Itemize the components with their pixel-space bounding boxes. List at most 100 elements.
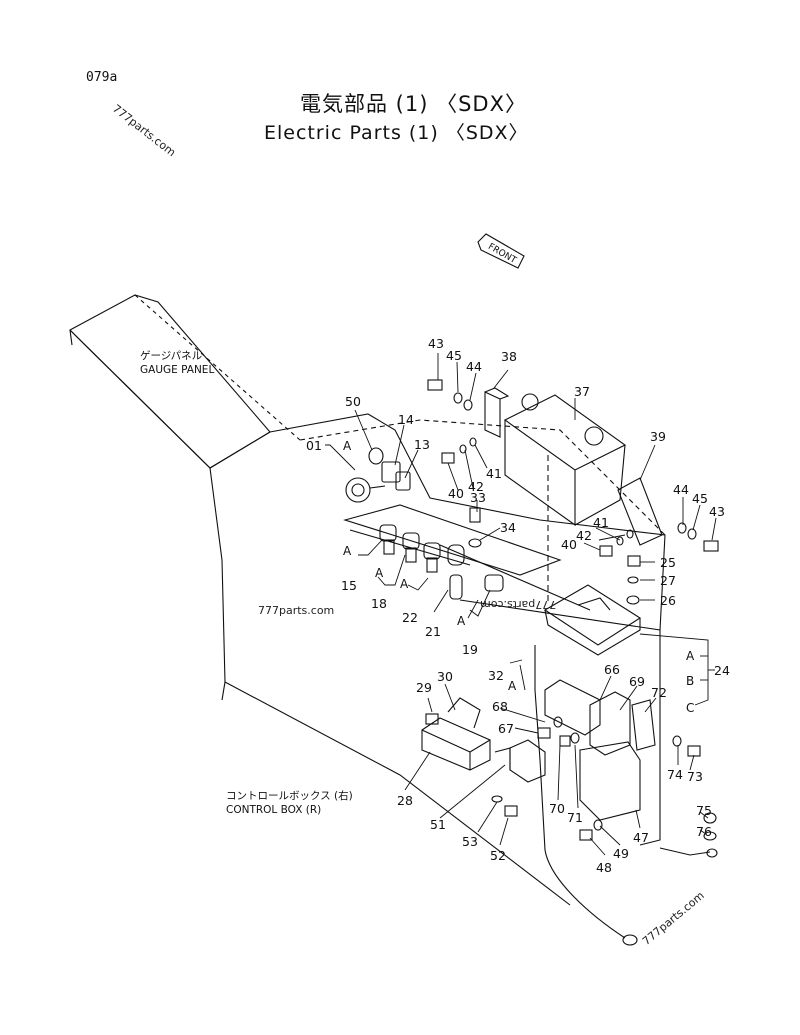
callout-label: 52 [490, 848, 506, 863]
ref-letter: A [343, 544, 352, 558]
callout-label: 21 [425, 624, 441, 639]
washer-34 [468, 538, 482, 548]
callout-label: 43 [709, 504, 725, 519]
reference-letters: A A A A A A A B C [343, 439, 695, 715]
callout-label: 32 [488, 668, 504, 683]
callout-label: 18 [371, 596, 387, 611]
callout-label: 51 [430, 817, 446, 832]
callout-label: 66 [604, 662, 620, 677]
gauge-panel-label: GAUGE PANEL [140, 364, 215, 376]
callout-label: 49 [613, 846, 629, 861]
fasteners-73-74 [672, 735, 701, 757]
callout-label: 13 [414, 437, 430, 452]
callout-numbers: 01 50 14 13 15 18 22 21 19 33 34 32 43 4… [306, 336, 730, 875]
control-box-body [299, 419, 666, 846]
callout-label: 37 [574, 384, 590, 399]
callout-label: 76 [696, 824, 712, 839]
ref-letter: C [686, 701, 694, 715]
callout-label: 41 [486, 466, 502, 481]
callout-label: 25 [660, 555, 676, 570]
ref-letter: A [343, 439, 352, 453]
callout-label: 73 [687, 769, 703, 784]
gauge-panel-label-jp: ゲージパネル [140, 350, 203, 362]
washers-44-45-right [677, 522, 697, 540]
callout-label: 01 [306, 438, 322, 453]
bolt-33 [469, 507, 481, 523]
leader-lines [325, 353, 717, 856]
callout-label: 44 [466, 359, 482, 374]
wire-harness-32 [534, 645, 718, 946]
component-24 [543, 584, 642, 656]
callout-label: 75 [696, 803, 712, 818]
callout-label: 68 [492, 699, 508, 714]
washers-41-42-upper [459, 437, 477, 454]
toggle-switch-14 [381, 461, 411, 491]
bolt-43-right [703, 540, 719, 552]
callout-label: 67 [498, 721, 514, 736]
component-box-37 [503, 393, 627, 527]
callout-label: 69 [629, 674, 645, 689]
fasteners-70-71 [559, 732, 580, 747]
callout-label: 34 [500, 520, 516, 535]
knob-18 [402, 532, 420, 563]
callout-label: 39 [650, 429, 666, 444]
callout-label: 48 [596, 860, 612, 875]
bolt-29 [425, 713, 439, 725]
bolt-52-washer-53 [491, 795, 518, 817]
callout-label: 14 [398, 412, 414, 427]
fasteners-48-49 [579, 819, 603, 841]
callout-label: 45 [446, 348, 462, 363]
gauge-panel-body [69, 294, 571, 906]
knob-22 [423, 542, 441, 573]
callout-label: 72 [651, 685, 667, 700]
callout-label: 19 [462, 642, 478, 657]
bracket-39 [617, 477, 663, 546]
indicator-50 [368, 447, 384, 465]
callout-label: 42 [576, 528, 592, 543]
callout-label: 29 [416, 680, 432, 695]
fasteners-67-68 [537, 716, 563, 739]
callout-label: 30 [437, 669, 453, 684]
callout-label: 42 [468, 479, 484, 494]
nuts-75-76 [703, 812, 717, 841]
washers-45-44 [453, 392, 473, 411]
bolt-43-left [427, 379, 443, 391]
callout-label: 38 [501, 349, 517, 364]
ref-letter: B [686, 674, 694, 688]
callout-label: 24 [714, 663, 730, 678]
watermark: 777parts.com [258, 604, 335, 617]
callout-label: 47 [633, 830, 649, 845]
switch-19 [484, 574, 504, 592]
callout-label: 40 [561, 537, 577, 552]
callout-label: 71 [567, 810, 583, 825]
bracket-38 [484, 387, 510, 438]
ref-letter: A [400, 577, 409, 591]
washers-41-42-lower [616, 529, 634, 546]
relay-28 [421, 697, 491, 771]
knob-15 [379, 524, 397, 555]
fasteners-25-27-26 [626, 555, 641, 605]
callout-label: 44 [673, 482, 689, 497]
front-arrow-icon: FRONT [477, 233, 525, 269]
page-title-english: Electric Parts (1) 〈SDX〉 [264, 122, 529, 144]
page-title-japanese: 電気部品 (1) 〈SDX〉 [300, 92, 527, 116]
bracket-72 [631, 699, 656, 751]
key-switch-01 [345, 477, 386, 503]
control-box-label: CONTROL BOX (R) [226, 804, 322, 816]
callout-label: 26 [660, 593, 676, 608]
callout-label: 74 [667, 767, 683, 782]
component-66 [544, 679, 601, 736]
unit-47 [579, 741, 641, 821]
control-box-label-jp: コントロールボックス (右) [226, 790, 353, 802]
page-code: 079a [86, 70, 118, 85]
ref-letter: A [508, 679, 517, 693]
callout-label: 70 [549, 801, 565, 816]
callout-label: 15 [341, 578, 357, 593]
relay-51 [494, 739, 546, 783]
callout-label: 53 [462, 834, 478, 849]
bolt-40-left [441, 452, 455, 464]
ref-letter: A [375, 566, 384, 580]
callout-label: 40 [448, 486, 464, 501]
callout-label: 41 [593, 515, 609, 530]
